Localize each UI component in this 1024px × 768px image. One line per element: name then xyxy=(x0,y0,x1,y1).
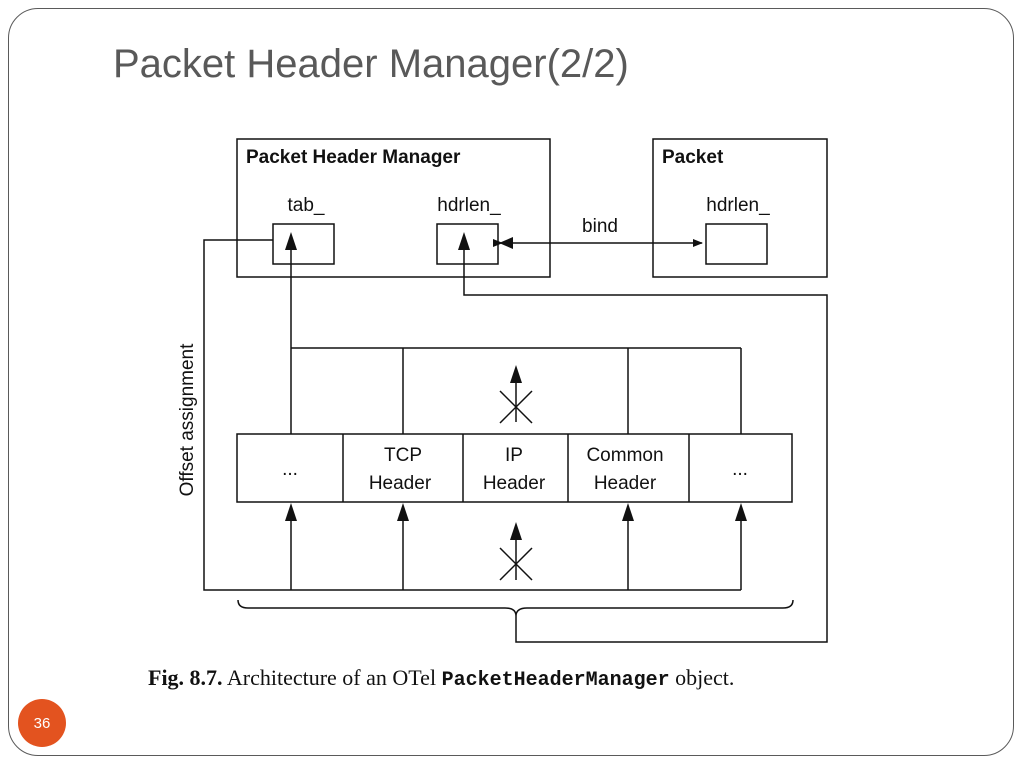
hdrlen-return-line xyxy=(463,250,828,643)
ip-blocked-arrow-bottom-head xyxy=(510,522,522,540)
manager-tab-label: tab_ xyxy=(288,195,325,216)
header-cell-ellipsis-right: ... xyxy=(732,459,748,480)
packet-hdrlen-field xyxy=(705,223,768,265)
header-cell-tcp-line1: TCP xyxy=(384,445,422,466)
header-cell-ellipsis-left: ... xyxy=(282,459,298,480)
header-row xyxy=(236,433,793,503)
bind-arrow-left-head xyxy=(499,237,513,249)
header-cell-common-line2: Header xyxy=(594,473,657,494)
tab-arrow-head xyxy=(285,232,297,250)
header-cell-ip-line1: IP xyxy=(505,445,523,466)
offset-assignment-line xyxy=(203,239,741,591)
ip-cross-top xyxy=(499,390,533,424)
slide-frame xyxy=(8,8,1014,756)
caption-label: Fig. 8.7. xyxy=(148,665,223,690)
manager-box xyxy=(236,138,551,278)
ip-blocked-arrow-top-head xyxy=(510,365,522,383)
packet-box xyxy=(652,138,828,278)
caption-code: PacketHeaderManager xyxy=(441,669,670,692)
manager-hdrlen-label: hdrlen_ xyxy=(437,195,501,216)
bottom-arrow-4-head xyxy=(735,503,747,521)
bottom-brace xyxy=(237,599,794,617)
packet-hdrlen-label: hdrlen_ xyxy=(706,195,770,216)
caption-suffix: object. xyxy=(675,665,735,690)
manager-box-title: Packet Header Manager xyxy=(246,147,461,168)
offset-assignment-label: Offset assignment xyxy=(177,343,198,497)
ip-cross-bottom xyxy=(499,547,533,581)
slide-number-badge: 36 xyxy=(18,699,66,747)
bottom-arrow-3-head xyxy=(622,503,634,521)
bind-label: bind xyxy=(582,216,618,237)
header-cell-common-line1: Common xyxy=(586,445,663,466)
manager-tab-field xyxy=(272,223,335,265)
slide-title: Packet Header Manager(2/2) xyxy=(113,42,629,86)
packet-box-title: Packet xyxy=(662,147,724,168)
caption-text: Architecture of an OTel xyxy=(226,665,437,690)
bottom-arrow-2-head xyxy=(397,503,409,521)
hdrlen-arrow-head xyxy=(458,232,470,250)
header-cell-ip-line2: Header xyxy=(483,473,546,494)
header-cell-tcp-line2: Header xyxy=(369,473,432,494)
bottom-arrow-1-head xyxy=(285,503,297,521)
figure-caption: Fig. 8.7. Architecture of an OTel Packet… xyxy=(148,665,734,692)
